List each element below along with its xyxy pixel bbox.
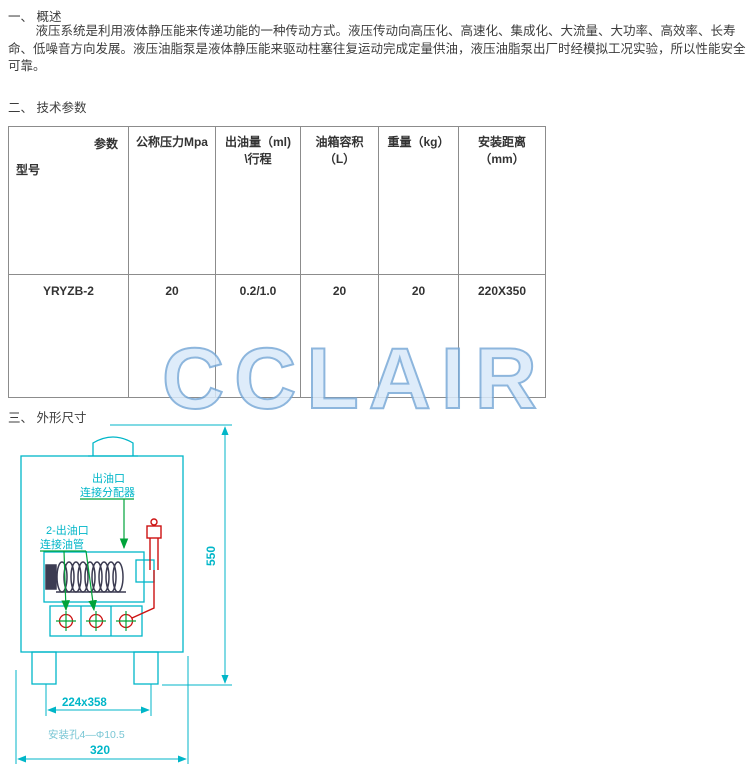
- header-line: 安装距离: [477, 135, 526, 149]
- outline-drawing: 出油口 连接分配器 2-出油口 连接油管 550 224x358 安装孔4—Φ1…: [15, 424, 232, 764]
- header-distance: 安装距离 （mm）: [458, 126, 546, 275]
- outlet-label: 出油口: [92, 471, 125, 485]
- header-line: 公称压力Mpa: [135, 135, 208, 149]
- callout-leaders: [40, 498, 134, 612]
- dim-height-label: 550: [204, 546, 218, 566]
- pump-spring: [45, 561, 126, 593]
- cell-weight: 20: [378, 274, 459, 398]
- header-pressure: 公称压力Mpa: [128, 126, 216, 275]
- outline-heading: 三、 外形尺寸: [8, 411, 87, 425]
- dim-width-label: 320: [90, 743, 110, 757]
- cell-pressure: 20: [128, 274, 216, 398]
- cell-model: YRYZB-2: [8, 274, 129, 398]
- header-line: 出油量（ml): [224, 135, 291, 149]
- overview-paragraph: 液压系统是利用液体静压能来传递功能的一种传动方式。液压传动向高压化、高速化、集成…: [8, 24, 746, 73]
- mounting-holes-label: 安装孔4—Φ10.5: [48, 728, 125, 741]
- header-weight: 重量（kg）: [378, 126, 459, 275]
- header-line: （L）: [323, 152, 356, 166]
- header-line: （mm）: [479, 152, 525, 166]
- dim-width-lines: [15, 656, 189, 764]
- dim-base-label: 224x358: [62, 697, 107, 709]
- table-data-row: YRYZB-2 20 0.2/1.0 20 20 220X350: [8, 274, 546, 398]
- dim-height-lines: [110, 424, 232, 686]
- outlet-fittings: [56, 611, 136, 631]
- header-line: \行程: [244, 152, 272, 166]
- corner-param-label: 参数: [93, 137, 118, 151]
- connect-pipe-label: 连接油管: [40, 537, 84, 551]
- cell-output: 0.2/1.0: [215, 274, 301, 398]
- header-output: 出油量（ml) \行程: [215, 126, 301, 275]
- corner-cell: 参数 型号: [8, 126, 129, 275]
- distributor-label: 连接分配器: [80, 486, 135, 499]
- outlet-valve: [131, 518, 162, 619]
- header-line: 油箱容积: [315, 135, 364, 149]
- table-header-row: 参数 型号 公称压力Mpa 出油量（ml) \行程 油箱容积 （L） 重量（kg…: [8, 126, 546, 275]
- dim-base-lines: [45, 684, 152, 716]
- spec-table: 参数 型号 公称压力Mpa 出油量（ml) \行程 油箱容积 （L） 重量（kg…: [8, 126, 546, 398]
- header-capacity: 油箱容积 （L）: [300, 126, 379, 275]
- cell-capacity: 20: [300, 274, 379, 398]
- cell-distance: 220X350: [458, 274, 546, 398]
- header-line: 重量（kg）: [387, 135, 450, 149]
- drawing-labels: 出油口 连接分配器 2-出油口 连接油管 550 224x358 安装孔4—Φ1…: [40, 471, 218, 757]
- pump-body-outline: [20, 436, 184, 685]
- corner-model-label: 型号: [16, 163, 41, 177]
- outlets-two-label: 2-出油口: [46, 523, 89, 537]
- overview-heading: 一、 概述: [8, 10, 62, 24]
- params-heading: 二、 技术参数: [8, 101, 87, 115]
